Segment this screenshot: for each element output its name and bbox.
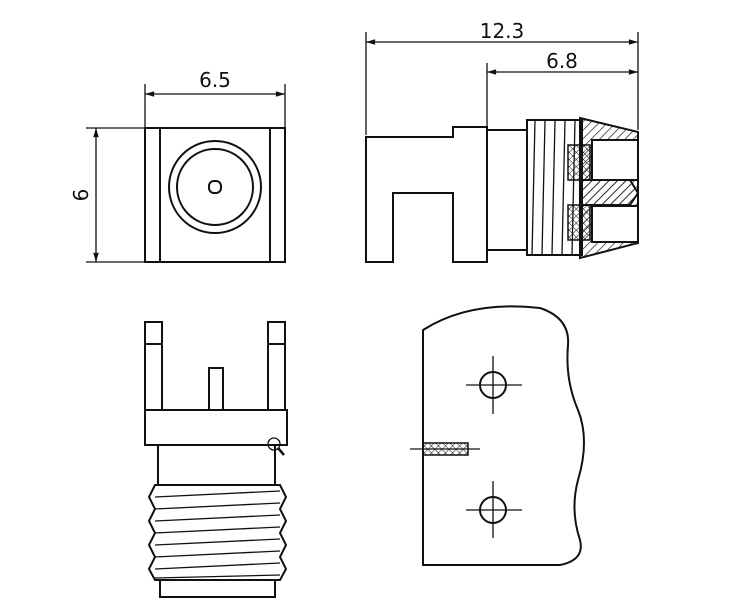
- pcb-footprint: [410, 305, 585, 566]
- front-view: 6.5 6: [69, 68, 286, 263]
- dimension-front-width: 6.5: [199, 68, 231, 92]
- dimension-thread-length: 6.8: [546, 49, 578, 73]
- dimension-front-height: 6: [69, 189, 93, 202]
- magnifier-icon: [267, 437, 285, 456]
- bottom-view: [144, 321, 288, 598]
- dimension-overall-length: 12.3: [480, 19, 525, 43]
- side-view: 12.3 6.8: [365, 19, 640, 263]
